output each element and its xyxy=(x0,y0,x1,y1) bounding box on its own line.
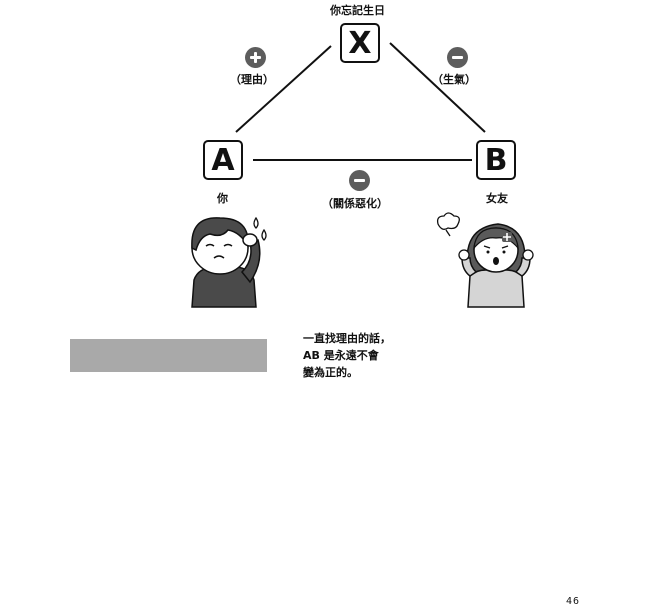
angry-girlfriend-illustration xyxy=(436,212,534,308)
minus-sign-icon-ab xyxy=(349,170,370,191)
worried-person-illustration xyxy=(191,216,267,308)
edge-line-xb xyxy=(389,42,486,133)
node-b-caption: 女友 xyxy=(486,192,508,205)
edge-label-ax: （理由） xyxy=(230,73,274,86)
edge-label-ab: （關係惡化） xyxy=(322,197,388,210)
note-line-2: AB 是永遠不會 xyxy=(303,349,379,362)
edge-label-xb: （生氣） xyxy=(432,73,476,86)
node-b-box: B xyxy=(476,140,516,180)
edge-line-ax xyxy=(235,45,332,133)
node-a-caption: 你 xyxy=(217,192,228,205)
gray-highlight-bar xyxy=(70,339,267,372)
explanation-note: 一直找理由的話， AB 是永遠不會 變為正的。 xyxy=(303,330,391,381)
node-x-box: X xyxy=(340,23,380,63)
node-a-box: A xyxy=(203,140,243,180)
plus-sign-icon xyxy=(245,47,266,68)
note-line-1: 一直找理由的話， xyxy=(303,332,391,345)
note-line-3: 變為正的。 xyxy=(303,366,358,379)
node-x-caption: 你忘記生日 xyxy=(330,4,385,17)
page-number: 46 xyxy=(566,596,581,607)
minus-sign-icon-xb xyxy=(447,47,468,68)
